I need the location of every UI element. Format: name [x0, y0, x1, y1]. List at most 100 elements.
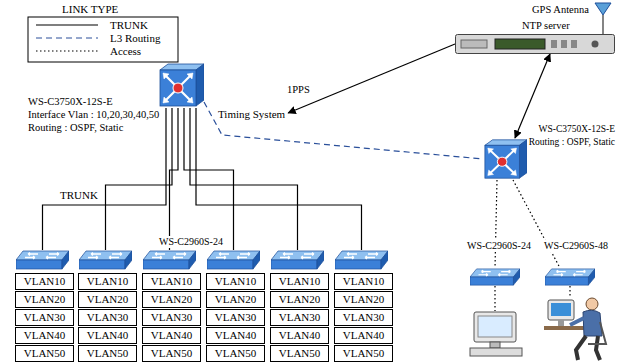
annotation: TRUNK: [60, 189, 98, 202]
legend-text: Access: [110, 45, 141, 58]
vlan-box: VLAN10: [206, 273, 265, 290]
switch-icon: [271, 250, 324, 270]
vlan-box: VLAN30: [270, 309, 329, 326]
monitor-stand: [490, 342, 500, 348]
vlan-box: VLAN50: [15, 345, 74, 362]
vlan-box: VLAN40: [78, 327, 137, 344]
access-line: [569, 286, 570, 296]
vlan-label: VLAN40: [335, 328, 392, 343]
legend-sample-access: [36, 50, 98, 51]
switch-icon: [79, 250, 132, 270]
screen: [478, 316, 512, 337]
vlan-label: VLAN10: [79, 274, 136, 289]
vlan-label: VLAN50: [335, 346, 392, 361]
switch-icon: [16, 250, 69, 270]
connector: [196, 108, 362, 250]
desk: [544, 326, 584, 330]
head: [586, 298, 598, 310]
device-label: NTP server: [522, 20, 570, 32]
vlan-box: VLAN50: [334, 345, 393, 362]
switch-icon: [207, 250, 260, 270]
connector: [495, 180, 497, 268]
vlan-label: VLAN10: [143, 274, 200, 289]
legend-text: TRUNK: [110, 19, 148, 32]
vlan-box: VLAN30: [78, 309, 137, 326]
l3-switch: WS-C3750X-12S-EInterface Vlan : 10,20,30…: [158, 62, 204, 108]
device-label: Routing : OSPF, Static: [529, 137, 615, 148]
connector: [184, 108, 234, 250]
vlan-label: VLAN40: [271, 328, 328, 343]
annotation: LINK TYPE: [62, 3, 118, 16]
vlan-box: VLAN20: [270, 291, 329, 308]
connector: [204, 102, 483, 159]
vlan-box: VLAN10: [15, 273, 74, 290]
vlan-box: VLAN10: [334, 273, 393, 290]
vlan-label: VLAN50: [271, 346, 328, 361]
vlan-label: VLAN30: [79, 310, 136, 325]
vlan-box: VLAN20: [78, 291, 137, 308]
computer-icon: [470, 312, 522, 356]
vlan-box: VLAN30: [334, 309, 393, 326]
vlan-label: VLAN20: [16, 292, 73, 307]
l3-switch-icon: [158, 62, 204, 108]
legend-sample-trunk: [36, 24, 98, 25]
gps-antenna: [595, 3, 611, 15]
vlan-label: VLAN40: [16, 328, 73, 343]
connector: [190, 108, 298, 250]
vlan-box: VLAN40: [270, 327, 329, 344]
annotation: GPS Antenna: [532, 4, 589, 16]
vlan-label: VLAN10: [271, 274, 328, 289]
switch-icon: [335, 250, 388, 270]
vlan-box: VLAN10: [142, 273, 201, 290]
vlan-label: VLAN20: [79, 292, 136, 307]
vlan-box: VLAN30: [142, 309, 201, 326]
legend-box: [28, 17, 178, 62]
vlan-label: VLAN30: [16, 310, 73, 325]
arm: [570, 318, 584, 325]
vlan-label: VLAN50: [143, 346, 200, 361]
screen: [551, 303, 571, 316]
vlan-label: VLAN50: [207, 346, 264, 361]
edge-label: 1PPS: [286, 84, 311, 96]
connector: [513, 180, 560, 268]
body: [583, 310, 602, 336]
vlan-box: VLAN20: [142, 291, 201, 308]
legend-text: L3 Routing: [110, 32, 160, 45]
switch-icon: [470, 268, 520, 286]
access-switch: [16, 250, 69, 270]
l3-switch: WS-C3750X-12S-ERouting : OSPF, Static: [483, 138, 527, 180]
device-label: WS-C3750X-12S-E: [538, 124, 615, 135]
vlan-label: VLAN30: [271, 310, 328, 325]
monitor: [548, 300, 574, 320]
vlan-label: VLAN30: [335, 310, 392, 325]
monitor: [474, 312, 516, 342]
vlan-label: VLAN50: [79, 346, 136, 361]
node-label: Timing System: [218, 108, 285, 121]
vlan-label: VLAN10: [16, 274, 73, 289]
access-line: [494, 286, 495, 311]
access-switch: WS-C2960S-24: [143, 250, 196, 270]
vlan-label: VLAN30: [143, 310, 200, 325]
legend-sample-l3: [36, 38, 98, 39]
device-label: WS-C2960S-48: [543, 240, 609, 252]
vlan-label: VLAN40: [207, 328, 264, 343]
vlan-label: VLAN30: [207, 310, 264, 325]
access-switch: [335, 250, 388, 270]
vlan-label: VLAN50: [16, 346, 73, 361]
vlan-label: VLAN10: [207, 274, 264, 289]
vlan-box: VLAN10: [270, 273, 329, 290]
device-label: Interface Vlan : 10,20,30,40,50: [28, 109, 159, 121]
vlan-label: VLAN10: [335, 274, 392, 289]
access-switch: [271, 250, 324, 270]
vlan-box: VLAN20: [15, 291, 74, 308]
vlan-box: VLAN40: [334, 327, 393, 344]
access-switch: WS-C2960S-48: [545, 268, 595, 286]
device-label: WS-C2960S-24: [158, 236, 224, 248]
text-node: Timing System: [218, 104, 285, 122]
vlan-box: VLAN30: [15, 309, 74, 326]
antenna-cable: [602, 15, 603, 34]
vlan-box: VLAN50: [78, 345, 137, 362]
keyboard: [470, 348, 522, 356]
access-switch: [79, 250, 132, 270]
vlan-box: VLAN50: [206, 345, 265, 362]
